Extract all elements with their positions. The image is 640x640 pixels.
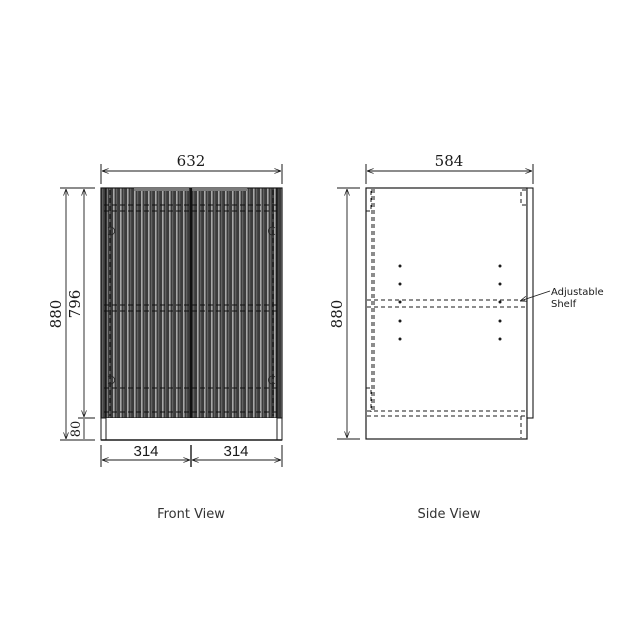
side-height-dim: 880 (328, 300, 346, 329)
front-width-dim: 632 (177, 152, 206, 170)
top-handle-slot-left (134, 188, 189, 191)
hinge-icons (107, 226, 276, 385)
hinge-icon (107, 226, 116, 236)
top-handle-slot-right (192, 188, 247, 191)
right-leg (276, 417, 283, 441)
callout-line2: Shelf (551, 299, 577, 310)
left-leg (100, 417, 107, 441)
side-view-label: Side View (417, 507, 480, 522)
door-left-width-dim: 314 (133, 443, 158, 460)
door-right-width-dim: 314 (223, 443, 248, 460)
door-edge-strip (526, 187, 534, 419)
callout-line1: Adjustable (551, 287, 604, 298)
hinge-icon (267, 375, 276, 385)
front-total-height-dim: 880 (47, 300, 65, 329)
side-carcass (365, 187, 528, 440)
hinge-icon (267, 226, 276, 236)
hinge-icon (107, 375, 116, 385)
front-view-label: Front View (157, 507, 225, 522)
plinth-area (101, 418, 282, 440)
callout-leader (520, 290, 551, 301)
side-view: 584 880 Adjustable Shelf Side View (328, 152, 604, 522)
hidden-lines-front (104, 190, 279, 416)
front-body-height-dim: 796 (66, 290, 84, 319)
front-view: 632 880 796 80 314 314 Front View (47, 152, 283, 522)
side-depth-dim: 584 (435, 152, 464, 170)
hidden-lines-side (366, 189, 526, 438)
shelf-pin-holes (398, 264, 502, 341)
front-plinth-height-dim: 80 (69, 421, 84, 438)
